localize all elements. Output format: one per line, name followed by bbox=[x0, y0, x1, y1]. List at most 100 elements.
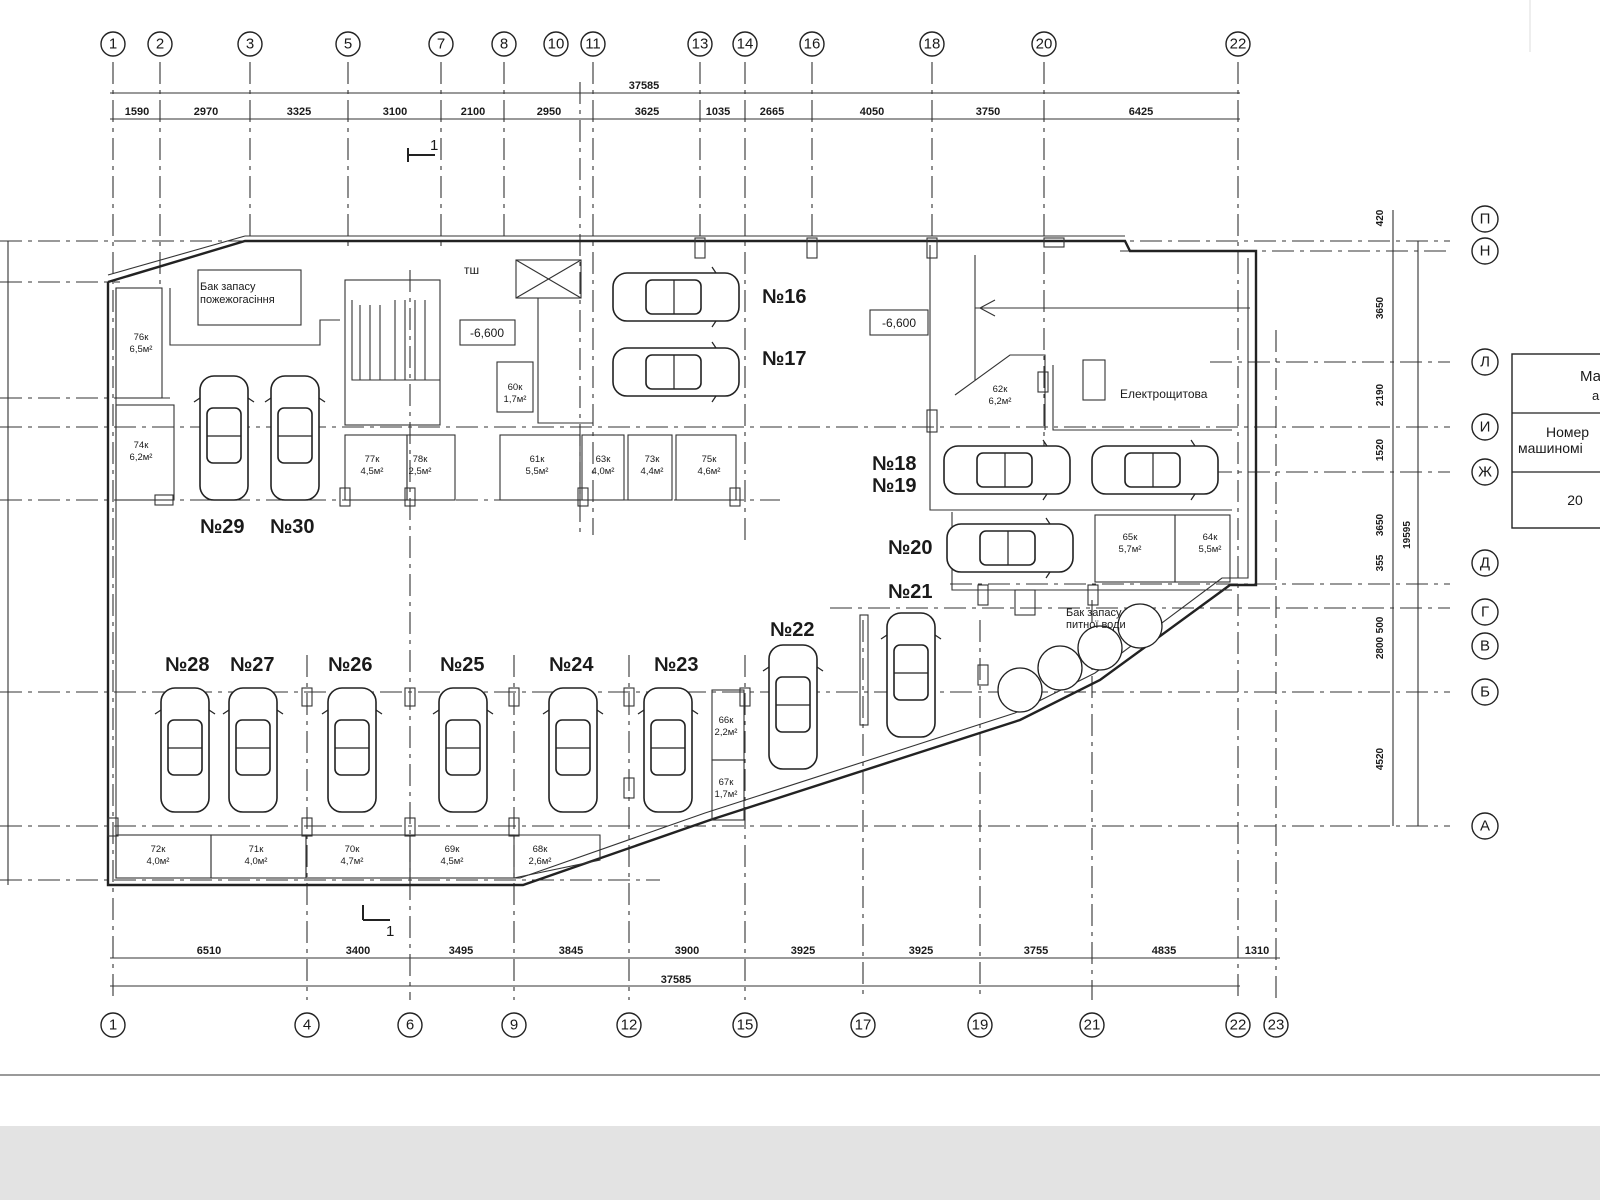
dimension-right-total: 19595 bbox=[1402, 521, 1413, 549]
electrical-room-label: Електрощитова bbox=[1120, 387, 1208, 401]
car-horizontal bbox=[943, 439, 1071, 501]
svg-text:1: 1 bbox=[386, 923, 394, 940]
axis-bubble-right: Л bbox=[1471, 348, 1499, 376]
axis-bubble-top: 10 bbox=[543, 31, 569, 57]
car-horizontal bbox=[612, 266, 740, 328]
dimension-bottom-total: 37585 bbox=[661, 974, 692, 986]
storage-room-name: 76к bbox=[134, 332, 150, 343]
storage-room-area: 5,7м² bbox=[1119, 544, 1142, 555]
dimension-right: 2190 bbox=[1375, 383, 1386, 406]
dimension-bottom: 3925 bbox=[791, 945, 815, 957]
section-mark-top: 1 bbox=[407, 137, 438, 162]
axis-bubble-top: 1 bbox=[100, 31, 126, 57]
dimension-top: 4050 bbox=[860, 106, 884, 118]
svg-text:1: 1 bbox=[109, 36, 117, 53]
storage-room-area: 1,7м² bbox=[504, 394, 527, 405]
dimension-top: 3625 bbox=[635, 106, 659, 118]
dimension-lines bbox=[7, 92, 1419, 987]
storage-room-name: 78к bbox=[413, 454, 429, 465]
storage-room-area: 4,7м² bbox=[341, 856, 364, 867]
storage-room-area: 4,4м² bbox=[641, 466, 664, 477]
dimension-bottom: 1310 bbox=[1245, 945, 1269, 957]
storage-room-name: 67к bbox=[719, 777, 735, 788]
car-vertical bbox=[880, 612, 942, 738]
car-vertical bbox=[264, 375, 326, 501]
car-vertical bbox=[321, 687, 383, 813]
storage-room-name: 73к bbox=[645, 454, 661, 465]
dimension-right: 1520 bbox=[1375, 438, 1386, 461]
storage-room-area: 4,0м² bbox=[245, 856, 268, 867]
storage-room-name: 61к bbox=[530, 454, 546, 465]
svg-text:Ж: Ж bbox=[1478, 464, 1492, 481]
dimension-top: 2100 bbox=[461, 106, 485, 118]
storage-room-name: 75к bbox=[702, 454, 718, 465]
axis-bubble-bottom: 21 bbox=[1079, 1012, 1105, 1038]
axis-bubble-top: 3 bbox=[237, 31, 263, 57]
dimension-top: 1035 bbox=[706, 106, 730, 118]
parking-spot-number: №16 bbox=[762, 286, 807, 308]
svg-text:Б: Б bbox=[1480, 684, 1490, 701]
parking-spot-number: №17 bbox=[762, 348, 807, 370]
svg-text:В: В bbox=[1480, 638, 1490, 655]
svg-text:21: 21 bbox=[1084, 1017, 1101, 1034]
storage-room-name: 69к bbox=[445, 844, 461, 855]
axis-bubble-top: 13 bbox=[687, 31, 713, 57]
ramp-arrow bbox=[978, 299, 1235, 317]
svg-text:1: 1 bbox=[430, 137, 438, 154]
svg-text:И: И bbox=[1480, 419, 1491, 436]
dimension-top: 3100 bbox=[383, 106, 407, 118]
storage-room-name: 63к bbox=[596, 454, 612, 465]
storage-room-area: 4,0м² bbox=[592, 466, 615, 477]
dimension-top-total: 37585 bbox=[629, 80, 660, 92]
svg-text:8: 8 bbox=[500, 36, 508, 53]
svg-text:7: 7 bbox=[437, 36, 445, 53]
car-vertical bbox=[432, 687, 494, 813]
tsh-label: тш bbox=[464, 263, 479, 277]
storage-room-area: 5,5м² bbox=[526, 466, 549, 477]
dimension-top: 2665 bbox=[760, 106, 784, 118]
axis-bubble-top: 14 bbox=[732, 31, 758, 57]
parked-cars bbox=[154, 266, 1219, 813]
storage-room-name: 71к bbox=[249, 844, 265, 855]
car-vertical bbox=[193, 375, 255, 501]
axis-bubble-right: Г bbox=[1471, 598, 1499, 626]
dimension-top: 3325 bbox=[287, 106, 311, 118]
car-vertical bbox=[222, 687, 284, 813]
storage-room-area: 2,5м² bbox=[409, 466, 432, 477]
axis-bubble-top: 22 bbox=[1225, 31, 1251, 57]
svg-text:5: 5 bbox=[344, 36, 352, 53]
storage-room-area: 2,6м² bbox=[529, 856, 552, 867]
storage-room-name: 60к bbox=[508, 382, 524, 393]
axis-bubble-right: А bbox=[1471, 812, 1499, 840]
svg-text:6: 6 bbox=[406, 1017, 414, 1034]
axis-bubble-right: В bbox=[1471, 632, 1499, 660]
svg-text:15: 15 bbox=[737, 1017, 754, 1034]
dimension-bottom: 3755 bbox=[1024, 945, 1048, 957]
svg-text:2: 2 bbox=[156, 36, 164, 53]
dimension-right: 3650 bbox=[1375, 296, 1386, 319]
car-vertical bbox=[154, 687, 216, 813]
dimension-top: 2970 bbox=[194, 106, 218, 118]
columns bbox=[107, 237, 1099, 837]
dimension-right: 355 bbox=[1375, 554, 1386, 571]
svg-text:16: 16 bbox=[804, 36, 821, 53]
svg-text:1: 1 bbox=[109, 1017, 117, 1034]
svg-text:Г: Г bbox=[1481, 604, 1489, 621]
svg-text:-6,600: -6,600 bbox=[882, 316, 916, 330]
svg-text:12: 12 bbox=[621, 1017, 638, 1034]
svg-text:22: 22 bbox=[1230, 36, 1247, 53]
dimension-right: 500 bbox=[1375, 616, 1386, 633]
axis-bubble-top: 16 bbox=[799, 31, 825, 57]
storage-room-area: 6,2м² bbox=[130, 452, 153, 463]
car-horizontal bbox=[946, 517, 1074, 579]
storage-room-area: 5,5м² bbox=[1199, 544, 1222, 555]
dimension-bottom: 3400 bbox=[346, 945, 370, 957]
parking-spot-number: №23 bbox=[654, 654, 699, 676]
svg-text:П: П bbox=[1480, 211, 1491, 228]
parking-spot-labels: №16№17№18№19№20№21№22№23№24№25№26№27№28№… bbox=[165, 286, 933, 676]
